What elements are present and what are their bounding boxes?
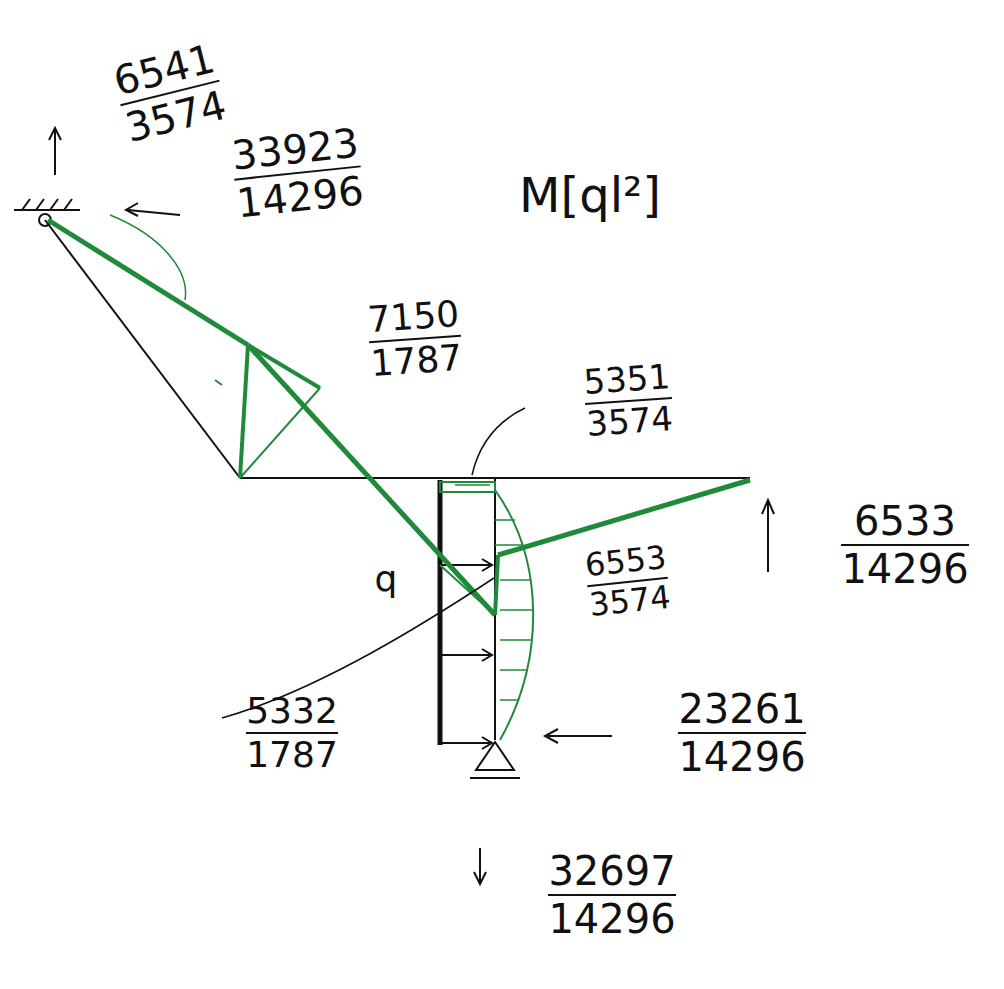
denominator: 1787: [246, 736, 338, 774]
distributed-load: [440, 480, 492, 749]
numerator: 7150: [366, 295, 460, 339]
text-label: q: [375, 560, 398, 598]
denominator: 14296: [841, 548, 968, 590]
reaction-arrows: [49, 128, 774, 884]
fraction-label: 53513574: [582, 359, 674, 442]
fraction-bar: [678, 732, 805, 734]
numerator: 5332: [246, 692, 338, 730]
numerator: 32697: [548, 850, 675, 892]
fraction-label: 71501787: [366, 295, 463, 383]
fraction-label: 3392314296: [230, 122, 366, 225]
denominator: 14296: [235, 169, 366, 224]
numerator: 5351: [582, 359, 671, 401]
leader-lines: [222, 408, 525, 718]
fraction-label: 32697 14296: [548, 850, 675, 940]
fraction-bar: [841, 544, 968, 546]
numerator: 23261: [678, 688, 805, 730]
fraction-label: 23261 14296: [678, 688, 805, 778]
fraction-label: 65533574: [584, 541, 673, 622]
numerator: 6533: [841, 500, 968, 542]
text-label: M[ql²]: [519, 170, 661, 220]
fraction-label: 6533 14296: [841, 500, 968, 590]
label-text: q: [375, 560, 398, 598]
moment-diagram: [48, 215, 750, 740]
fraction-bar: [548, 894, 675, 896]
label-text: M[ql²]: [519, 170, 661, 220]
denominator: 3574: [588, 580, 673, 622]
fraction-bar: [246, 732, 338, 734]
denominator: 1787: [370, 339, 464, 383]
fraction-label: 65413574: [110, 37, 231, 149]
numerator: 33923: [230, 122, 361, 177]
structure: [14, 199, 750, 778]
denominator: 3574: [585, 401, 674, 443]
denominator: 14296: [678, 736, 805, 778]
fraction-label: 5332 1787: [246, 692, 338, 774]
denominator: 14296: [548, 898, 675, 940]
